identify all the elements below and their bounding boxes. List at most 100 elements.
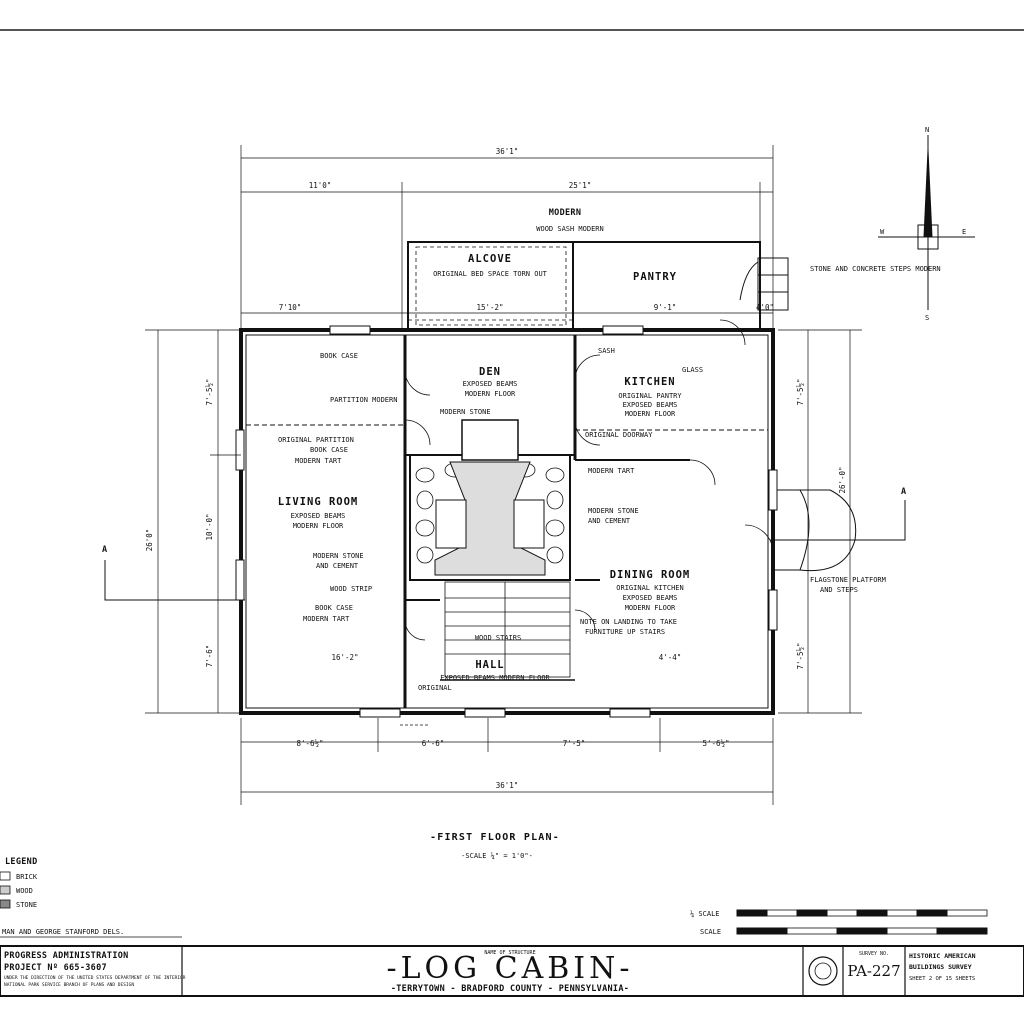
original-partition-note: ORIGINAL PARTITION	[278, 436, 354, 444]
modern-stone-note: MODERN STONE	[313, 552, 364, 560]
scale-bars	[736, 909, 988, 935]
scale-label-2: SCALE	[700, 928, 721, 936]
modern-stone-note-3: MODERN STONE	[440, 408, 491, 416]
dim-in-2: 15'-2"	[476, 303, 503, 312]
agency-small-2: NATIONAL PARK SERVICE BRANCH OF PLANS AN…	[4, 982, 134, 988]
dim-bottom-4: 5'-6½"	[702, 739, 729, 748]
survey-line-2: BUILDINGS SURVEY	[909, 963, 972, 971]
book-case-note-3: BOOK CASE	[315, 604, 353, 612]
wood-stairs-note: WOOD STAIRS	[475, 634, 521, 642]
central-chimney	[409, 419, 571, 581]
kitchen-note-3: MODERN FLOOR	[625, 410, 676, 418]
compass-e: E	[962, 228, 966, 236]
book-case-note: BOOK CASE	[320, 352, 358, 360]
dim-left-1: 7'-5½"	[205, 378, 214, 405]
wood-strip-note: WOOD STRIP	[330, 585, 372, 593]
dim-right-top: 25'1"	[569, 181, 592, 190]
dim-in-3: 9'-1"	[654, 303, 677, 312]
drawn-by: MAN AND GEORGE STANFORD DELS.	[2, 928, 124, 936]
dining-note-3: MODERN FLOOR	[625, 604, 676, 612]
dim-bottom-3: 7'-5"	[563, 739, 586, 748]
living-room-label: LIVING ROOM	[278, 496, 359, 508]
dim-bottom-2: 6'-6"	[422, 739, 445, 748]
den-note-1: EXPOSED BEAMS	[463, 380, 518, 388]
partition-modern-note: PARTITION MODERN	[330, 396, 397, 404]
windows	[235, 325, 778, 718]
modern-tart-note: MODERN TART	[295, 457, 342, 465]
stairs	[400, 581, 571, 726]
alcove-note: ORIGINAL BED SPACE TORN OUT	[433, 270, 548, 278]
survey-number: PA-227	[847, 962, 900, 980]
dim-in-5: 16'-2"	[331, 653, 358, 662]
modern-tart-note-3: MODERN TART	[588, 467, 635, 475]
section-marker-left: A	[102, 545, 107, 555]
book-case-note-2: BOOK CASE	[310, 446, 348, 454]
name-of-structure-label: NAME OF STRUCTURE	[484, 950, 535, 956]
plan-scale: -SCALE ¼" = 1'0"-	[461, 852, 533, 860]
dim-right-1: 7'-5½"	[796, 378, 805, 405]
sash-note: SASH	[598, 347, 615, 355]
stairs-note-2: FURNITURE UP STAIRS	[585, 628, 665, 636]
plan-title: -FIRST FLOOR PLAN-	[430, 832, 560, 843]
wood-sash-note: WOOD SASH MODERN	[536, 225, 603, 233]
dimension-lines	[145, 145, 862, 805]
and-cement-note: AND CEMENT	[316, 562, 359, 570]
agency-small-1: UNDER THE DIRECTION OF THE UNITED STATES…	[4, 975, 186, 981]
living-note-2: MODERN FLOOR	[293, 522, 344, 530]
scale-label-1: ¼ SCALE	[690, 910, 720, 918]
living-note-1: EXPOSED BEAMS	[291, 512, 346, 520]
dining-note-1: ORIGINAL KITCHEN	[616, 584, 683, 592]
section-line	[104, 500, 906, 601]
hall-note: EXPOSED BEAMS MODERN FLOOR	[440, 674, 550, 682]
compass-n: N	[925, 126, 929, 134]
pantry-label: PANTRY	[633, 271, 677, 283]
legend-wood: WOOD	[16, 887, 33, 895]
kitchen-note-1: ORIGINAL PANTRY	[618, 392, 682, 400]
structure-name: -LOG CABIN-	[386, 951, 633, 986]
dim-bottom-1: 8'-6½"	[296, 739, 323, 748]
dim-in-4: 4'0"	[756, 303, 774, 312]
alcove-label: ALCOVE	[468, 253, 512, 265]
dim-overall-bottom: 36'1"	[496, 781, 519, 790]
compass-s: S	[925, 314, 929, 322]
rear-addition-walls	[407, 241, 761, 331]
dim-overall-top: 36'1"	[496, 147, 519, 156]
stairs-note-1: NOTE ON LANDING TO TAKE	[580, 618, 677, 626]
dim-left-top: 11'0"	[309, 181, 332, 190]
dim-left-2: 10'-0"	[205, 513, 214, 540]
den-label: DEN	[479, 366, 501, 378]
and-steps-note: AND STEPS	[820, 586, 858, 594]
stone-steps-note: STONE AND CONCRETE STEPS MODERN	[810, 265, 941, 273]
dim-in-1: 7'10"	[279, 303, 302, 312]
dim-overall-left: 26'0"	[145, 529, 154, 552]
legend-swatches	[0, 871, 11, 909]
dim-right-2: 7'-5½"	[796, 642, 805, 669]
agency: PROGRESS ADMINISTRATION	[4, 951, 129, 961]
section-marker-right: A	[901, 487, 906, 497]
flagstone-note: FLAGSTONE PLATFORM	[810, 576, 886, 584]
legend-title: LEGEND	[5, 857, 38, 867]
flagstone-platform	[773, 489, 857, 572]
title-block-frame	[0, 936, 1024, 997]
legend-brick: BRICK	[16, 873, 38, 881]
original-doorway-note: ORIGINAL DOORWAY	[585, 431, 653, 439]
kitchen-note-2: EXPOSED BEAMS	[623, 401, 678, 409]
dim-in-6: 4'-4"	[659, 653, 682, 662]
dining-room-label: DINING ROOM	[610, 569, 691, 581]
modern-tart-note-2: MODERN TART	[303, 615, 350, 623]
survey-number-label: SURVEY NO.	[859, 951, 889, 957]
project-number: PROJECT Nº 665-3607	[4, 963, 107, 973]
original-note: ORIGINAL	[418, 684, 452, 692]
hall-label: HALL	[475, 659, 504, 671]
den-note-2: MODERN FLOOR	[465, 390, 516, 398]
survey-line-3: SHEET 2 OF 15 SHEETS	[909, 976, 975, 982]
dining-note-2: EXPOSED BEAMS	[623, 594, 678, 602]
kitchen-label: KITCHEN	[624, 376, 675, 388]
dim-left-3: 7'-6"	[205, 645, 214, 668]
dim-overall-right: 26'-0"	[838, 466, 847, 493]
legend-stone: STONE	[16, 901, 37, 909]
door-swings	[404, 319, 774, 641]
modern-stone-note-2: MODERN STONE	[588, 507, 639, 515]
and-cement-note-2: AND CEMENT	[588, 517, 631, 525]
